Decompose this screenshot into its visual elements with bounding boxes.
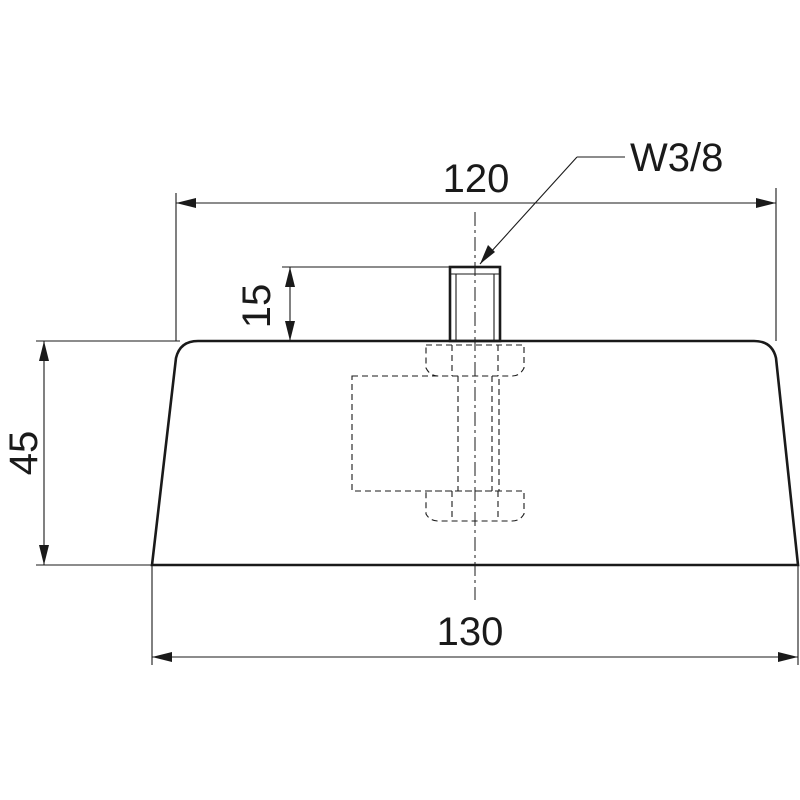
thread-callout-leader [479, 156, 625, 265]
threaded-stud [448, 265, 502, 343]
dimension-stud-length [282, 266, 450, 341]
rubber-body-outline [150, 339, 800, 567]
dimension-height-label: 45 [2, 431, 46, 476]
dimension-bottom-width [151, 565, 799, 665]
dimension-stud-length-label: 15 [235, 284, 279, 329]
hidden-internal-parts [351, 344, 525, 522]
dimension-top-width-label: 120 [443, 157, 510, 201]
dimension-height [36, 340, 180, 566]
thread-callout-label: W3/8 [630, 136, 723, 180]
dimension-bottom-width-label: 130 [437, 610, 504, 654]
dimension-top-width [175, 188, 777, 341]
